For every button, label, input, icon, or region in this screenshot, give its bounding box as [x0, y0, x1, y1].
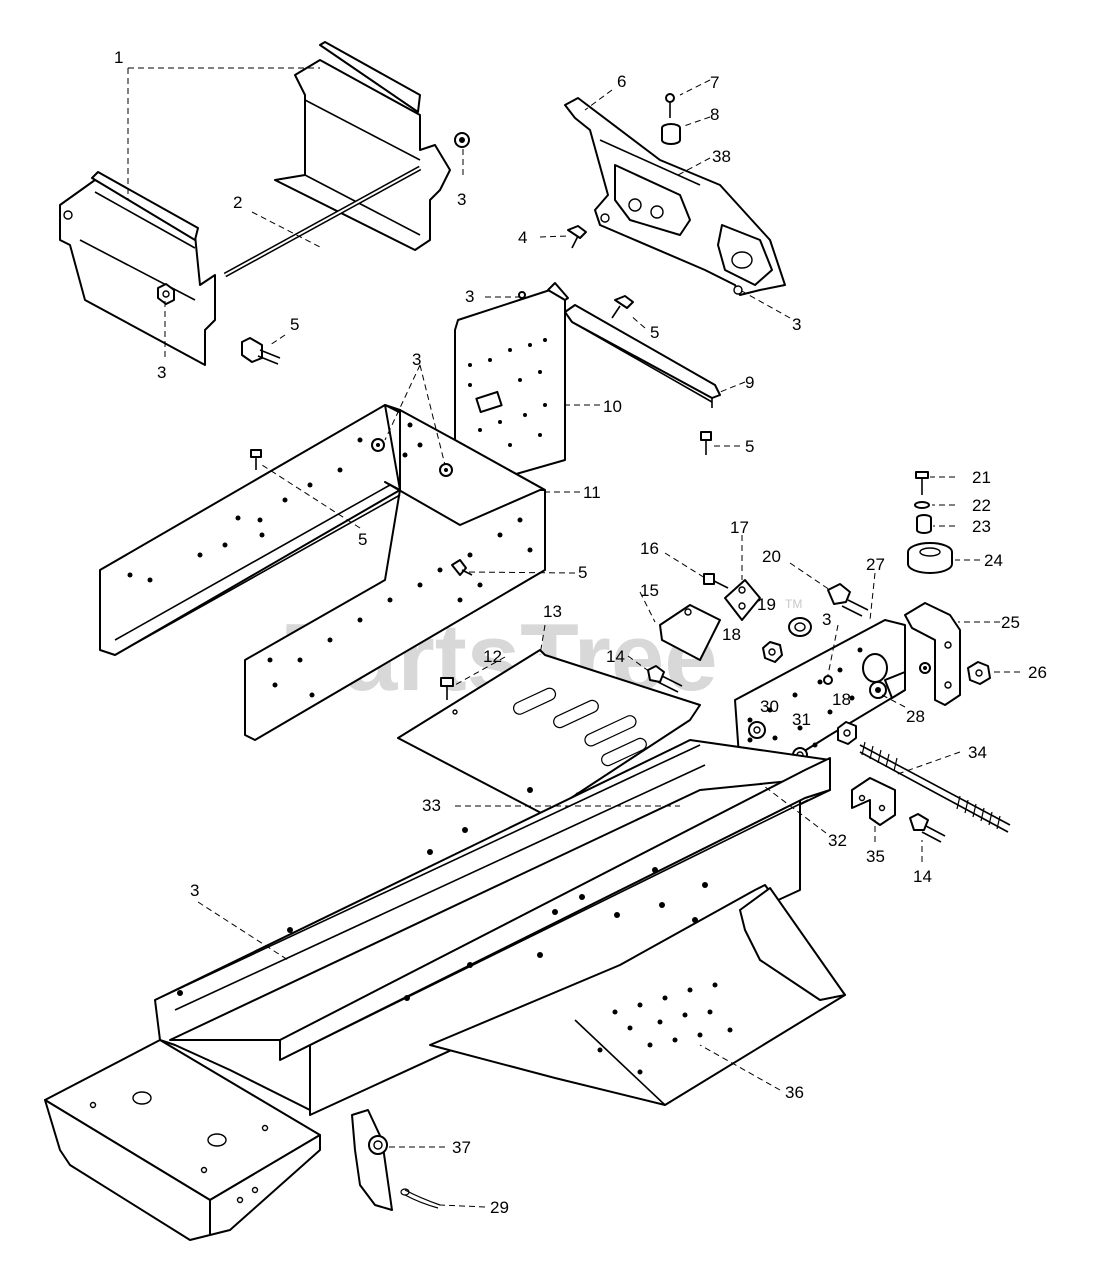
part-30-spacer [748, 721, 766, 739]
callout-38: 38 [712, 147, 731, 166]
part-15-clip [659, 604, 721, 661]
part-20-bolt [827, 583, 869, 617]
part-7-screw [665, 93, 675, 118]
part-19-bushing [788, 617, 812, 637]
callout-3: 3 [822, 610, 831, 629]
callout-32: 32 [828, 831, 847, 850]
part-13-plate [397, 649, 701, 816]
part-3-nut-cover-left [157, 283, 175, 305]
callout-31: 31 [792, 710, 811, 729]
callout-33: 33 [422, 796, 441, 815]
part-34-threaded-rod [859, 741, 1011, 833]
lower-frame [154, 739, 831, 1116]
part-17-clip [724, 579, 761, 621]
part-5-bolt-lower [700, 431, 712, 455]
callout-27: 27 [866, 555, 885, 574]
callout-19: 19 [757, 595, 776, 614]
callout-4: 4 [518, 228, 527, 247]
callout-14: 14 [606, 647, 625, 666]
callout-28: 28 [906, 707, 925, 726]
callout-34: 34 [968, 743, 987, 762]
part-12-screw [440, 677, 454, 700]
part-14-bolt-upper [647, 665, 683, 693]
part-21-screw [915, 471, 929, 495]
part-29-pin [400, 1188, 441, 1209]
part-6-bracket [564, 97, 786, 296]
part-10-plate [454, 282, 569, 491]
part-2-rod [223, 165, 422, 278]
part-22-washer [914, 501, 930, 509]
callout-12: 12 [483, 647, 502, 666]
part-1-cover-left [59, 171, 216, 366]
part-8-spacer [661, 123, 681, 145]
callout-3: 3 [457, 190, 466, 209]
part-5-bolt-mid [611, 295, 634, 319]
callout-29: 29 [490, 1198, 509, 1217]
callout-18: 18 [722, 625, 741, 644]
callout-13: 13 [543, 602, 562, 621]
callout-5: 5 [745, 437, 754, 456]
callout-3: 3 [157, 363, 166, 382]
part-23-spacer [916, 514, 932, 534]
callout-23: 23 [972, 517, 991, 536]
part-5-bolt-frame [451, 559, 473, 576]
callout-6: 6 [617, 72, 626, 91]
part-11-frame [99, 404, 546, 741]
callout-11: 11 [583, 483, 601, 502]
callout-14: 14 [913, 867, 932, 886]
callout-numbers: 1 2 3 3 5 6 7 8 38 3 4 3 5 9 10 5 3 5 11… [114, 48, 1047, 1217]
callout-3: 3 [190, 881, 199, 900]
front-box [44, 1039, 321, 1241]
part-14-bolt-lower [909, 813, 946, 843]
callout-lines [127, 67, 1020, 1208]
callout-26: 26 [1028, 663, 1047, 682]
callout-16: 16 [640, 539, 659, 558]
callout-5: 5 [290, 315, 299, 334]
part-5-screw-frame-left [250, 449, 262, 470]
callout-18: 18 [832, 690, 851, 709]
part-24-bushing [907, 542, 953, 574]
callout-7: 7 [710, 73, 719, 92]
part-28-bushing [869, 681, 887, 699]
part-1-cover-right [274, 41, 451, 251]
callout-5: 5 [578, 563, 587, 582]
callout-3: 3 [465, 287, 474, 306]
part-3-nuts-on-frame [371, 291, 931, 685]
callout-15: 15 [640, 581, 659, 600]
part-16-bolt [703, 573, 729, 589]
callout-17: 17 [730, 518, 749, 537]
callout-3: 3 [792, 315, 801, 334]
callout-5: 5 [650, 323, 659, 342]
part-36-footrest [429, 884, 846, 1106]
callout-5: 5 [358, 530, 367, 549]
callout-20: 20 [762, 547, 781, 566]
callout-9: 9 [745, 373, 754, 392]
part-18-nut-lower [837, 721, 857, 745]
part-9-angle-bar [564, 304, 721, 408]
callout-2: 2 [233, 193, 242, 212]
callout-24: 24 [984, 551, 1003, 570]
part-5-bolt-cover [241, 337, 281, 365]
part-25-bracket [904, 602, 961, 706]
callout-10: 10 [603, 397, 622, 416]
callout-1: 1 [114, 48, 123, 67]
callout-8: 8 [710, 105, 719, 124]
callout-25: 25 [1001, 613, 1020, 632]
callout-30: 30 [760, 697, 779, 716]
callout-3: 3 [412, 350, 421, 369]
part-35-bracket [851, 777, 896, 826]
part-18-nut-upper [762, 641, 783, 663]
callout-22: 22 [972, 496, 991, 515]
part-37-latch [351, 1109, 393, 1211]
callout-35: 35 [866, 847, 885, 866]
callout-21: 21 [972, 468, 991, 487]
part-26-nut [967, 661, 991, 685]
callout-36: 36 [785, 1083, 804, 1102]
callout-37: 37 [452, 1138, 471, 1157]
part-4-screw [567, 225, 587, 249]
part-3-nut-upper-right [454, 132, 470, 148]
watermark-tm: TM [785, 597, 802, 611]
